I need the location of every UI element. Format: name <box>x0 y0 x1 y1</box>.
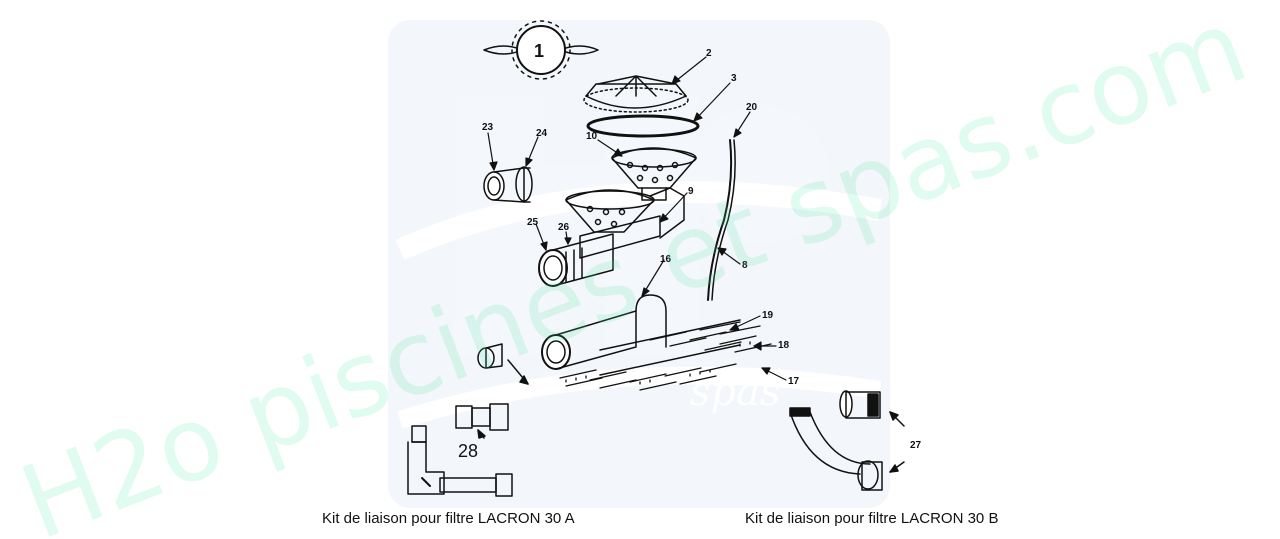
label-2: 2 <box>706 48 712 59</box>
part-25-26-threaded-end <box>538 233 614 287</box>
label-18: 18 <box>778 340 790 351</box>
label-20: 20 <box>746 102 758 113</box>
label-27: 27 <box>910 440 922 451</box>
kit-a-parts <box>407 403 513 497</box>
label-8: 8 <box>742 260 748 271</box>
caption-kit-a: Kit de liaison pour filtre LACRON 30 A <box>322 510 575 527</box>
label-3: 3 <box>731 73 737 84</box>
part-8-tube <box>707 139 736 301</box>
label-26: 26 <box>558 222 570 233</box>
label-1: 1 <box>534 41 544 61</box>
label-25: 25 <box>527 217 539 228</box>
logo-backdrop: spas <box>388 20 890 508</box>
label-24: 24 <box>536 128 548 139</box>
part-2-cover <box>583 75 689 113</box>
label-17: 17 <box>788 376 800 387</box>
label-10: 10 <box>586 131 598 142</box>
label-19: 19 <box>762 310 774 321</box>
logo-text: spas <box>690 369 781 415</box>
caption-kit-b: Kit de liaison pour filtre LACRON 30 B <box>745 510 999 527</box>
kit-b-parts <box>789 390 905 491</box>
part-23-24-union <box>483 166 533 203</box>
label-28: 28 <box>458 441 478 461</box>
label-16: 16 <box>660 254 672 265</box>
laterals <box>559 321 772 391</box>
part-16-manifold <box>541 294 741 376</box>
leader-lines <box>487 56 787 381</box>
part-labels: 1 2 3 10 20 23 24 9 25 26 8 16 19 18 17 … <box>458 41 922 461</box>
label-23: 23 <box>482 122 494 133</box>
small-strainer <box>477 343 529 385</box>
part-3-oring <box>586 114 700 138</box>
label-9: 9 <box>688 186 694 197</box>
part-1-wrench <box>483 20 599 80</box>
